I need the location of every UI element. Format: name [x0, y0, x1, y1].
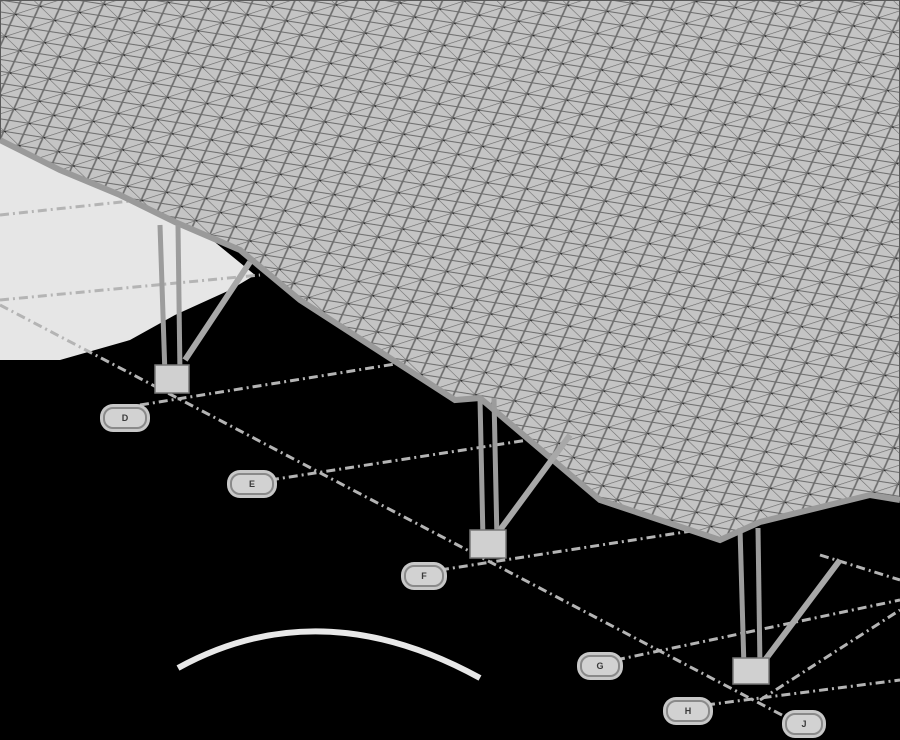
grid-axis-label-h: H	[666, 700, 710, 722]
roof-edge	[0, 137, 900, 544]
grid-axis-label-e: E	[230, 473, 274, 495]
grid-axis-label-g: G	[580, 655, 620, 677]
ground-plane	[0, 130, 255, 360]
ground-arc	[176, 628, 482, 681]
column-bases	[154, 364, 770, 685]
grid-axis-label-f: F	[404, 565, 444, 587]
columns	[157, 224, 763, 669]
grid-axis-label-j: J	[785, 713, 823, 735]
grid-lines	[0, 198, 900, 737]
grid-axis-label-d: D	[103, 407, 147, 429]
diagonal-braces	[182, 260, 843, 662]
